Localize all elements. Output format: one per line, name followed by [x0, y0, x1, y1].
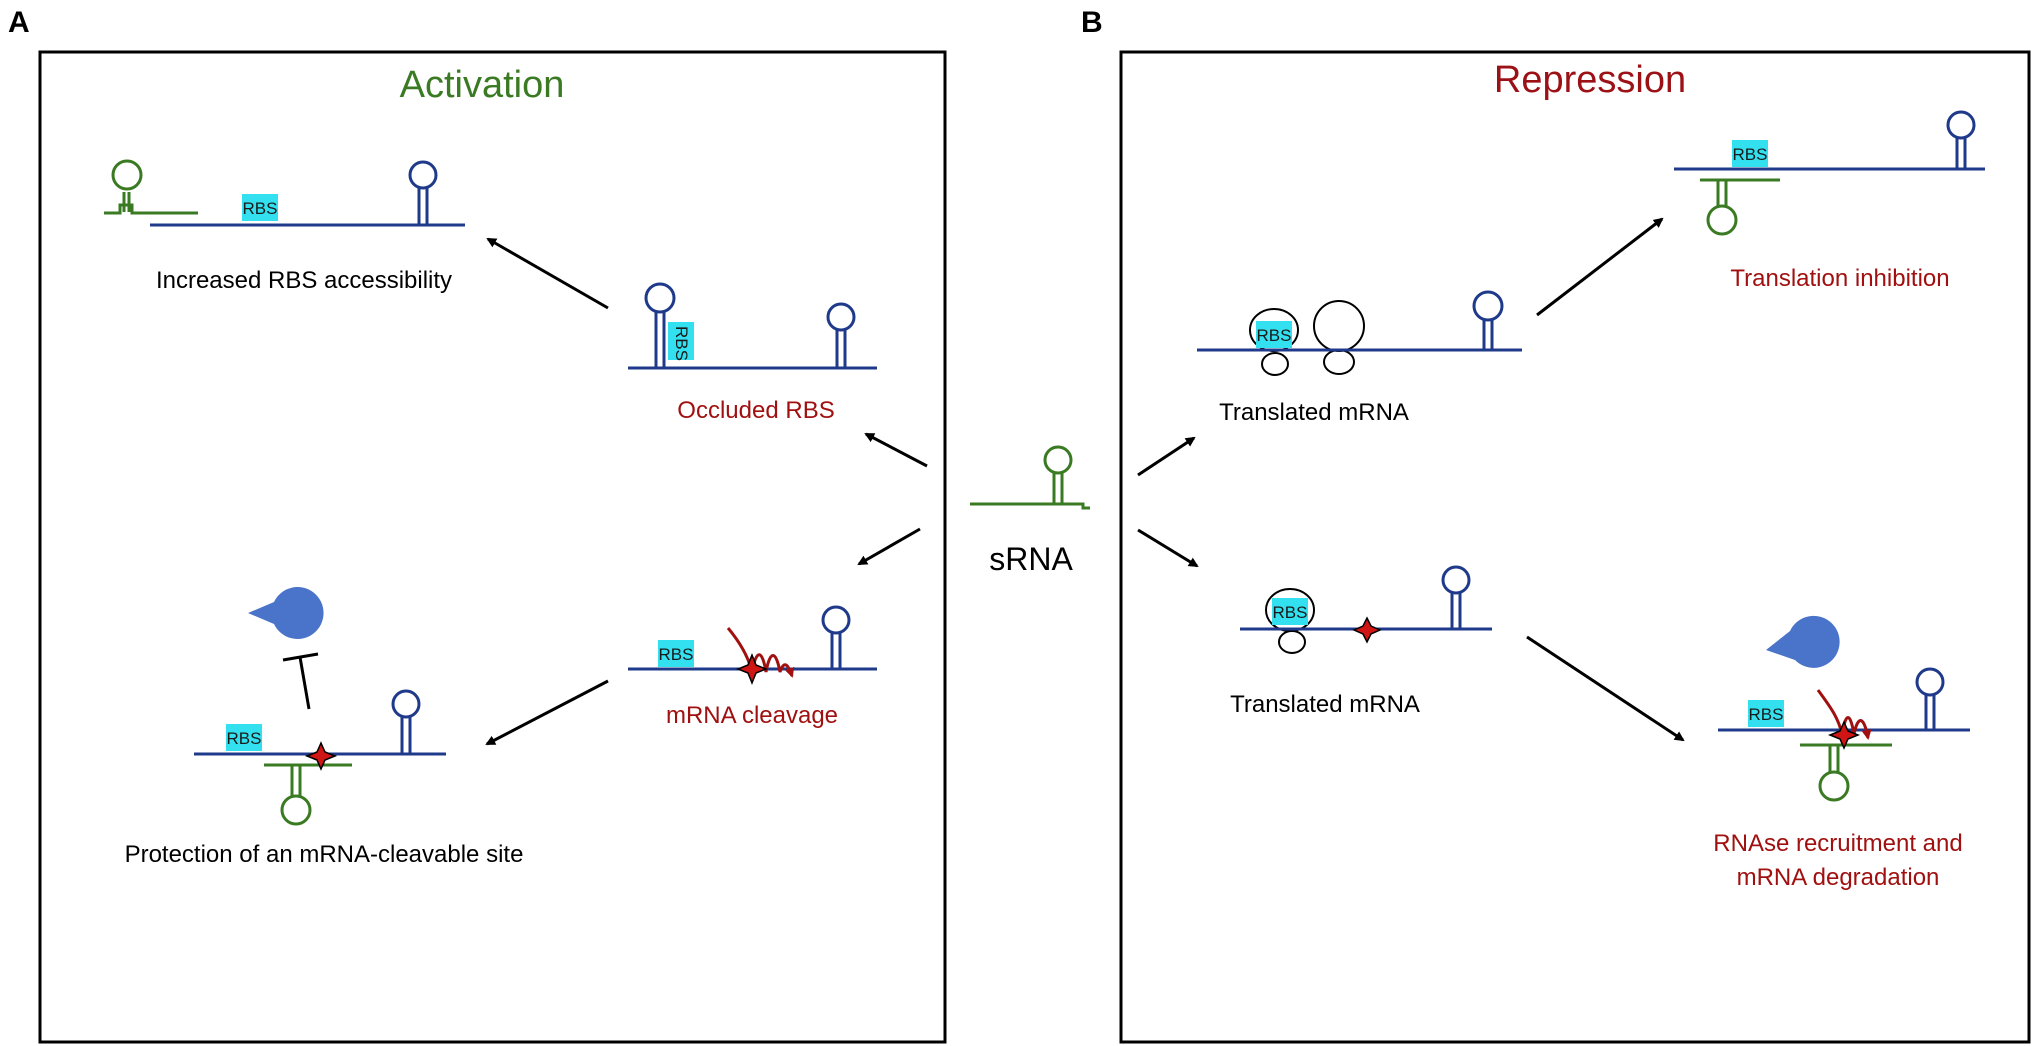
rbs-label: RBS: [1273, 603, 1308, 622]
srna-label: sRNA: [989, 541, 1073, 577]
cleavage-squiggle: [1816, 689, 1872, 740]
rbs-label: RBS: [1749, 705, 1784, 724]
occluded-rbs-mrna: RBS: [628, 282, 877, 370]
rbs-label: RBS: [1257, 326, 1292, 345]
hairpin-loop: [826, 302, 856, 332]
hairpin-loop: [1441, 565, 1471, 595]
rbs-box: [1256, 321, 1292, 348]
arrow-to-increased-rbs: [486, 237, 609, 310]
inhibition-bar: [282, 652, 319, 662]
central-srna: [970, 445, 1090, 510]
panel-b-frame: [1119, 50, 2031, 1044]
srna-loop: [280, 794, 312, 826]
increased-rbs-label: Increased RBS accessibility: [156, 267, 452, 294]
mrna-cleavage-mrna: RBS: [628, 605, 877, 686]
arrow-to-translated-mrna-1: [1137, 436, 1196, 477]
panel-a-letter: A: [8, 6, 30, 39]
arrow-to-occluded-rbs: [864, 432, 928, 468]
rbs-label: RBS: [659, 645, 694, 664]
hairpin-loop: [1946, 110, 1976, 140]
inhibition-line: [298, 656, 311, 710]
srna-loop: [1706, 204, 1738, 236]
hairpin-loop: [391, 689, 421, 719]
increased-rbs-mrna: RBS: [104, 159, 465, 227]
rbs-label: RBS: [672, 326, 691, 361]
protection-mrna: RBS: [194, 587, 446, 826]
translation-inhibition-label: Translation inhibition: [1730, 265, 1949, 292]
panel-a-frame: [38, 50, 947, 1044]
translated-mrna-1-label: Translated mRNA: [1219, 399, 1409, 426]
translated-mrna-2-label: Translated mRNA: [1230, 691, 1420, 718]
hairpin-loop: [644, 282, 676, 314]
cleavage-star: [304, 741, 338, 771]
ribosome-small: [1261, 352, 1289, 376]
panel-a-title: Activation: [400, 64, 565, 106]
cleavage-star: [1827, 720, 1861, 750]
hairpin-loop: [408, 160, 438, 190]
rbs-box: [658, 640, 694, 667]
rbs-box: [242, 194, 278, 221]
rbs-box: [226, 724, 262, 751]
ribosome-small: [1323, 349, 1355, 375]
arrow-to-translated-mrna-2: [1137, 528, 1199, 568]
translated-mrna-bottom: RBS: [1240, 565, 1492, 654]
protection-label: Protection of an mRNA-cleavable site: [125, 841, 524, 868]
ribosome-large: [1313, 300, 1365, 352]
rbs-box: [1748, 700, 1784, 727]
rnase-recruitment-mrna: RBS: [1718, 615, 1970, 802]
hairpin-loop: [1472, 290, 1504, 322]
srna-loop: [1043, 445, 1073, 475]
rnase-label-line1: RNAse recruitment and: [1713, 830, 1962, 857]
mrna-cleavage-label: mRNA cleavage: [666, 702, 838, 729]
arrow-to-protection: [485, 679, 609, 746]
srna-strand: [970, 502, 1090, 510]
panel-b-title: Repression: [1494, 59, 1686, 101]
cleavage-star: [735, 652, 769, 686]
arrow-to-translation-inhibition: [1536, 217, 1664, 317]
rbs-box: [668, 322, 694, 360]
arrow-to-mrna-cleavage: [857, 527, 921, 566]
occluded-rbs-label: Occluded RBS: [677, 397, 834, 424]
rnase-label-line2: mRNA degradation: [1737, 864, 1940, 891]
rnase-icon: [248, 587, 324, 639]
translation-inhibition-mrna: RBS: [1674, 110, 1985, 236]
srna-strand: [104, 203, 198, 215]
ribosome-small: [1278, 630, 1306, 654]
cleavage-squiggle: [726, 627, 795, 678]
arrow-to-rnase-recruitment: [1526, 635, 1685, 742]
srna-loop: [111, 159, 143, 191]
rbs-label: RBS: [243, 199, 278, 218]
rnase-icon: [1766, 615, 1840, 668]
hairpin-loop: [821, 605, 851, 635]
translated-mrna-top: RBS: [1197, 290, 1522, 376]
rbs-label: RBS: [1733, 145, 1768, 164]
rbs-box: [1732, 140, 1768, 167]
hairpin-loop: [1915, 667, 1945, 697]
srna-loop: [1818, 770, 1850, 802]
rbs-box: [1272, 598, 1308, 625]
panel-b-letter: B: [1081, 6, 1103, 39]
cleavage-star: [1352, 616, 1382, 644]
rbs-label: RBS: [227, 729, 262, 748]
